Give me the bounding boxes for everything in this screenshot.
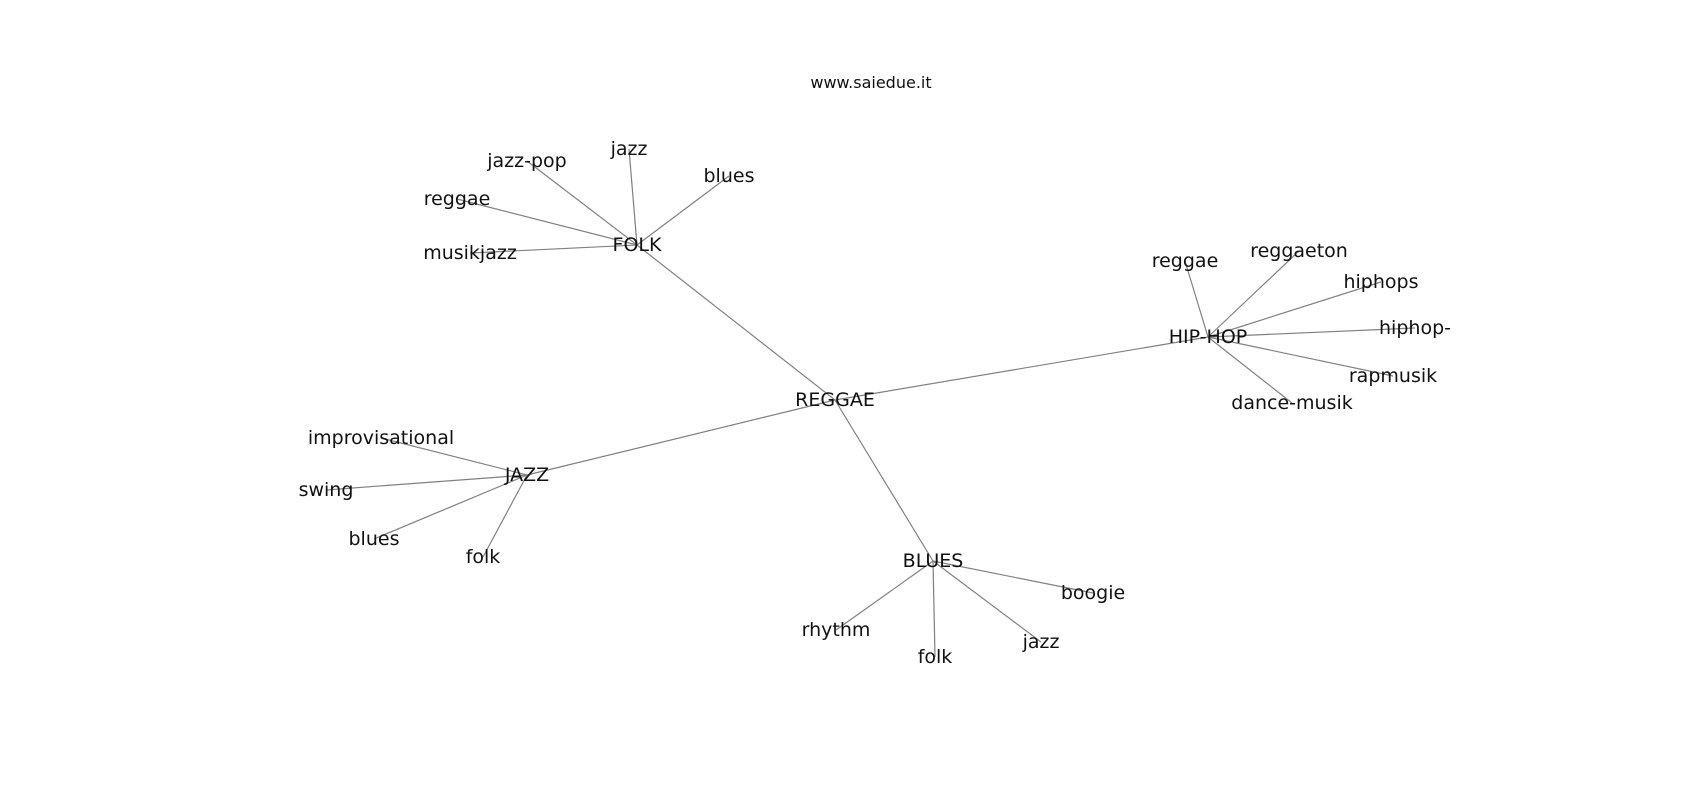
edge-folk-musikjazz [469, 244, 638, 254]
node-hub-hip-hop: HIP-HOP [1169, 326, 1248, 348]
edge-blues-rhythm [835, 560, 934, 631]
node-leaf-hip-hop-reggaeton: reggaeton [1250, 240, 1348, 262]
node-hub-blues: BLUES [903, 550, 964, 572]
node-center-reggae: REGGAE [795, 389, 875, 411]
node-leaf-blues-folk: folk [918, 646, 953, 668]
node-leaf-blues-jazz: jazz [1022, 631, 1060, 653]
node-leaf-jazz-improvisational: improvisational [308, 427, 454, 449]
node-leaf-folk-musikjazz: musikjazz [423, 242, 517, 264]
edge-folk-jazz [628, 148, 638, 246]
node-hub-folk: FOLK [613, 234, 662, 256]
node-leaf-hip-hop-reggae: reggae [1152, 250, 1219, 272]
label-layer: REGGAE FOLK jazz-pop jazz blues reggae musikja… [299, 138, 1451, 668]
node-leaf-jazz-swing: swing [299, 479, 354, 501]
edge-jazz-swing [325, 474, 528, 491]
node-leaf-folk-jazz-pop: jazz-pop [486, 150, 566, 172]
edge-blues-folk [932, 560, 936, 658]
node-leaf-folk-jazz: jazz [610, 138, 648, 160]
edge-blues-jazz [932, 560, 1042, 643]
edge-hip-hop-dance-musik [1207, 336, 1293, 404]
edge-hip-hop-reggae [1184, 260, 1209, 338]
edge-folk-reggae [456, 198, 638, 246]
node-leaf-hip-hop-hiphop: hiphop- [1379, 317, 1451, 339]
node-leaf-hip-hop-dance-musik: dance-musik [1231, 392, 1352, 414]
edge-reggae-hip-hop [834, 336, 1209, 401]
edge-blues-boogie [932, 560, 1094, 594]
edge-hip-hop-reggaeton [1207, 250, 1300, 338]
node-leaf-blues-boogie: boogie [1061, 582, 1125, 604]
node-hub-jazz: JAZZ [504, 464, 549, 486]
site-watermark: www.saiedue.it [810, 73, 931, 92]
edge-hip-hop-rapmusik [1207, 336, 1394, 377]
edge-reggae-jazz [526, 399, 836, 476]
node-leaf-hip-hop-rapmusik: rapmusik [1349, 365, 1437, 387]
edge-jazz-blues [373, 474, 528, 540]
node-leaf-folk-reggae: reggae [424, 188, 491, 210]
node-leaf-blues-rhythm: rhythm [802, 619, 871, 641]
edge-folk-jazz-pop [526, 160, 638, 246]
edge-reggae-blues [834, 399, 934, 562]
edge-jazz-improvisational [380, 437, 528, 476]
node-leaf-hip-hop-hiphops: hiphops [1343, 271, 1418, 293]
node-leaf-jazz-blues: blues [349, 528, 400, 550]
node-leaf-folk-blues: blues [704, 165, 755, 187]
node-leaf-jazz-folk: folk [466, 546, 501, 568]
edge-reggae-folk [636, 244, 836, 401]
edge-folk-blues [636, 175, 730, 246]
edge-hip-hop-hiphop [1207, 327, 1416, 338]
edge-hip-hop-hiphops [1207, 281, 1382, 338]
edge-jazz-folk [482, 474, 528, 558]
edge-layer [325, 148, 1416, 658]
